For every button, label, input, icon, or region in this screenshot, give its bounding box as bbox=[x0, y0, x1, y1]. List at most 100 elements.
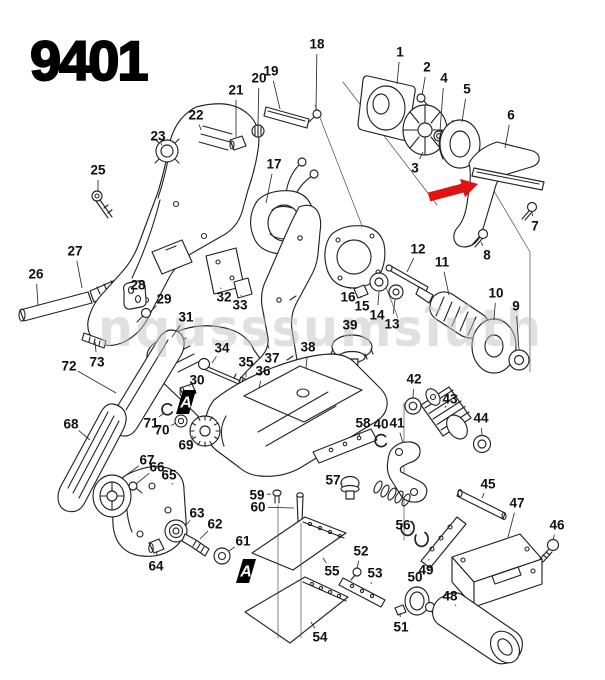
leader-line-30 bbox=[189, 385, 191, 387]
part-label-13: 13 bbox=[384, 317, 400, 332]
part-50-ring bbox=[404, 586, 430, 616]
part-label-19: 19 bbox=[263, 64, 278, 79]
part-label-66: 66 bbox=[149, 460, 165, 475]
part-label-57: 57 bbox=[325, 473, 340, 488]
exploded-parts-art bbox=[18, 75, 560, 665]
part-label-11: 11 bbox=[435, 255, 450, 270]
part-label-17: 17 bbox=[266, 157, 281, 172]
leader-line-60 bbox=[267, 506, 295, 509]
part-label-14: 14 bbox=[369, 308, 385, 323]
part-61-nut bbox=[213, 547, 231, 565]
part-label-50: 50 bbox=[407, 570, 422, 585]
part-label-25: 25 bbox=[90, 163, 106, 178]
marker-a-2-letter: A bbox=[239, 564, 252, 581]
leader-line-71 bbox=[158, 412, 165, 418]
part-label-44: 44 bbox=[473, 411, 489, 426]
part-label-1: 1 bbox=[396, 45, 404, 60]
part-58-plate bbox=[312, 428, 378, 464]
part-label-7: 7 bbox=[531, 219, 539, 234]
leader-line-41 bbox=[399, 432, 404, 444]
part-label-30: 30 bbox=[189, 373, 204, 388]
leader-line-10 bbox=[493, 302, 496, 321]
part-label-37: 37 bbox=[264, 351, 279, 366]
part-label-34: 34 bbox=[214, 341, 230, 356]
part-45-rod bbox=[456, 488, 507, 521]
part-label-48: 48 bbox=[442, 589, 458, 604]
part-68-belt bbox=[57, 403, 127, 513]
part-label-63: 63 bbox=[189, 506, 205, 521]
part-label-4: 4 bbox=[440, 71, 448, 86]
leader-line-53 bbox=[370, 582, 372, 585]
part-label-51: 51 bbox=[393, 620, 409, 635]
leader-line-66 bbox=[135, 472, 150, 485]
part-40-circlip bbox=[374, 433, 388, 448]
part-label-56: 56 bbox=[395, 518, 411, 533]
part-3-fan bbox=[402, 104, 448, 156]
part-label-15: 15 bbox=[354, 299, 370, 314]
part-label-60: 60 bbox=[250, 500, 265, 515]
part-10-flange bbox=[471, 318, 517, 374]
leader-line-19 bbox=[272, 80, 281, 110]
part-label-40: 40 bbox=[373, 417, 388, 432]
part-label-62: 62 bbox=[207, 517, 222, 532]
leader-line-29 bbox=[150, 305, 157, 312]
part-41-lever bbox=[386, 441, 428, 503]
part-label-26: 26 bbox=[28, 267, 44, 282]
part-label-35: 35 bbox=[238, 355, 254, 370]
leader-line-73 bbox=[94, 341, 97, 353]
leader-line-18 bbox=[315, 53, 318, 111]
leader-line-46 bbox=[552, 534, 555, 541]
part-12-rod bbox=[385, 264, 429, 292]
watermark-text: nqusssumsĩúth bbox=[98, 299, 543, 359]
leader-line-11 bbox=[443, 271, 450, 296]
leader-line-62 bbox=[199, 530, 209, 540]
leader-line-37 bbox=[267, 344, 270, 349]
model-number-title: 9401 bbox=[30, 29, 147, 92]
part-label-42: 42 bbox=[406, 372, 421, 387]
part-label-16: 16 bbox=[340, 290, 356, 305]
part-label-29: 29 bbox=[156, 292, 171, 307]
part-label-65: 65 bbox=[161, 468, 177, 483]
leader-line-6 bbox=[504, 124, 510, 149]
leader-line-31 bbox=[171, 324, 181, 338]
part-label-2: 2 bbox=[423, 60, 431, 75]
part-label-5: 5 bbox=[463, 82, 471, 97]
part-52-screw bbox=[350, 567, 362, 581]
part-6-bracket bbox=[453, 141, 545, 248]
part-69-gear bbox=[189, 415, 221, 447]
part-59-screw bbox=[272, 489, 282, 504]
part-46-screw bbox=[539, 538, 560, 563]
part-label-61: 61 bbox=[235, 534, 251, 549]
leader-line-45 bbox=[481, 493, 485, 499]
leader-line-20 bbox=[257, 87, 260, 126]
red-pointer-arrow bbox=[427, 178, 478, 202]
part-label-43: 43 bbox=[442, 392, 458, 407]
part-47-bracket bbox=[451, 533, 543, 608]
part-43-roller bbox=[420, 386, 472, 440]
part-label-58: 58 bbox=[355, 416, 371, 431]
part-label-23: 23 bbox=[150, 129, 166, 144]
part-13-ring bbox=[388, 284, 404, 300]
leader-line-4 bbox=[439, 87, 444, 132]
leader-line-55 bbox=[322, 557, 327, 564]
part-label-12: 12 bbox=[410, 242, 425, 257]
part-38-base bbox=[204, 353, 388, 477]
part-label-59: 59 bbox=[249, 488, 264, 503]
part-14-bearing bbox=[369, 272, 389, 292]
part-71-ring bbox=[161, 402, 174, 416]
part-7-screw bbox=[521, 201, 538, 221]
leader-line-5 bbox=[461, 98, 466, 123]
leader-line-8 bbox=[480, 241, 484, 247]
part-label-9: 9 bbox=[512, 299, 520, 314]
part-32-33-brush-plate bbox=[205, 247, 253, 299]
leader-line-70 bbox=[170, 422, 177, 426]
leader-line-43 bbox=[444, 405, 447, 408]
part-label-33: 33 bbox=[232, 298, 248, 313]
leader-line-23 bbox=[160, 142, 163, 146]
part-label-20: 20 bbox=[251, 71, 266, 86]
leader-line-63 bbox=[185, 520, 191, 526]
part-label-71: 71 bbox=[143, 416, 159, 431]
part-label-45: 45 bbox=[480, 477, 496, 492]
